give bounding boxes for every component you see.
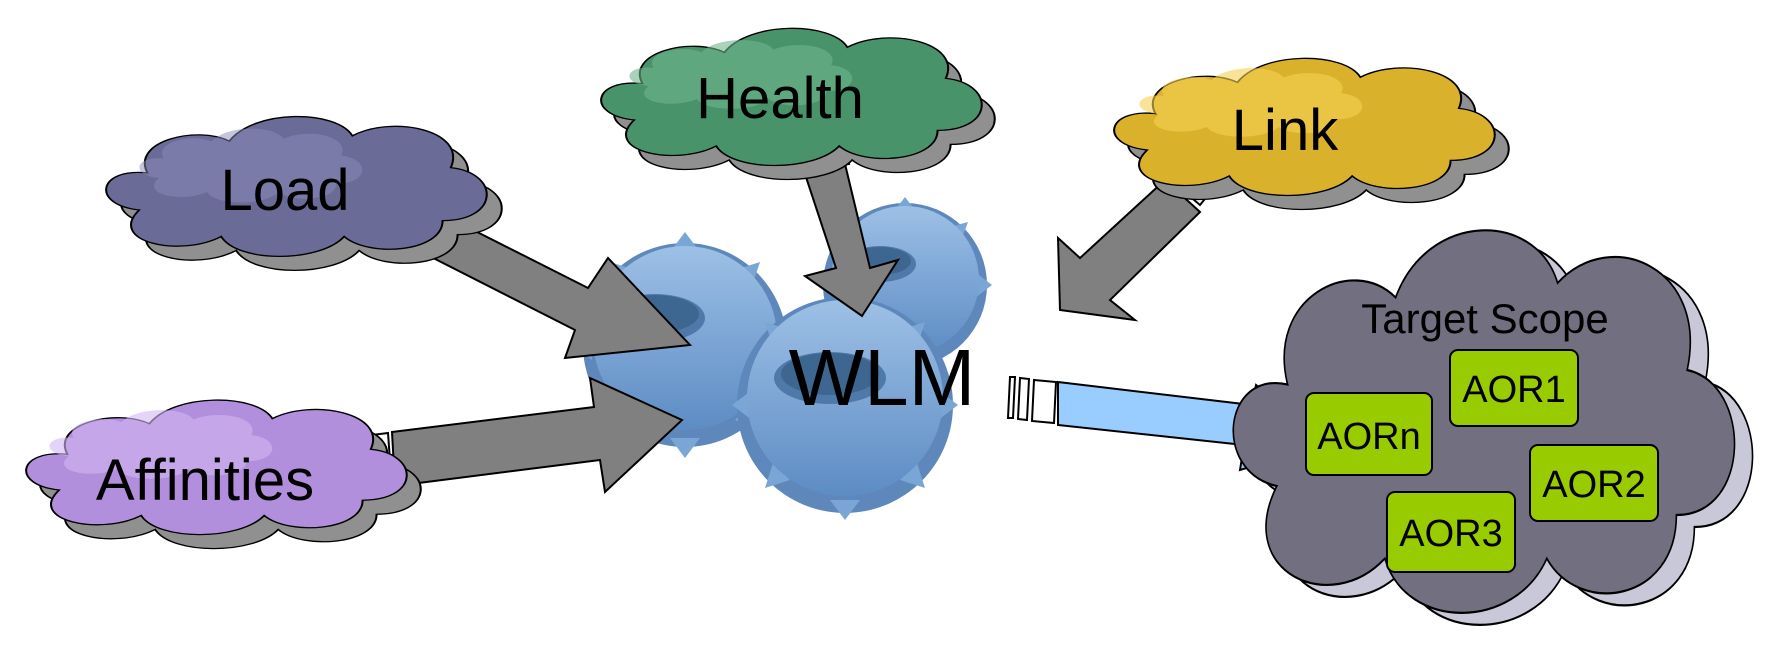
aor-label: AOR2 — [1542, 464, 1645, 506]
aor-box-aor3: AOR3 — [1386, 491, 1516, 573]
affinities-cloud: Affinities — [26, 400, 421, 549]
aor-box-aor2: AOR2 — [1529, 444, 1659, 522]
wlm-label: WLM — [789, 333, 976, 422]
target-scope-cloud: Target Scope AOR1 AORn AOR2 AOR3 — [1233, 230, 1752, 625]
load-label: Load — [220, 158, 349, 223]
health-cloud: Health — [601, 28, 995, 179]
target-scope-title: Target Scope — [1361, 295, 1609, 342]
load-cloud: Load — [106, 117, 502, 271]
aor-label: AOR1 — [1462, 369, 1565, 411]
health-label: Health — [696, 66, 864, 131]
link-cloud: Link — [1114, 58, 1509, 209]
aor-label: AOR3 — [1399, 513, 1502, 555]
aor-box-aorn: AORn — [1305, 392, 1433, 476]
aor-box-aor1: AOR1 — [1449, 349, 1579, 427]
link-label: Link — [1232, 98, 1339, 163]
aor-label: AORn — [1317, 416, 1420, 458]
affinities-label: Affinities — [96, 448, 314, 513]
